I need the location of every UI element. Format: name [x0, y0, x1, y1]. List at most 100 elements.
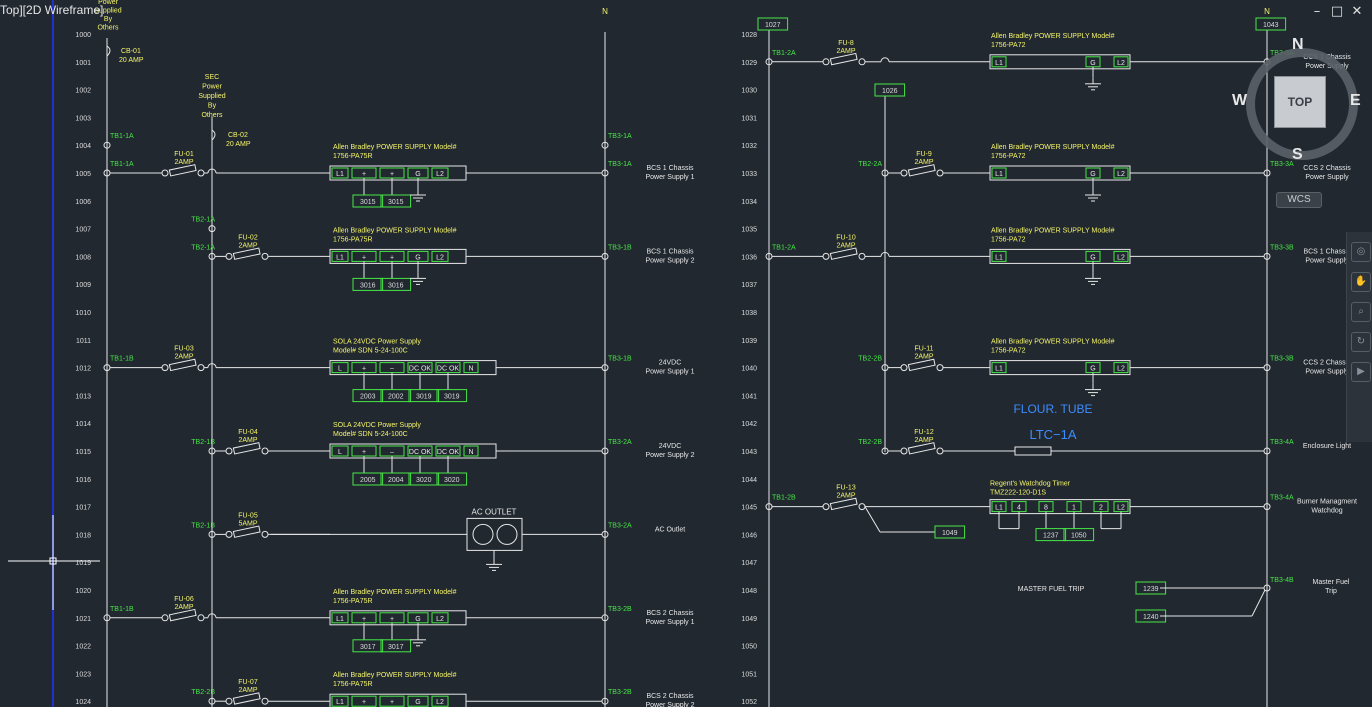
fuse-fu-01-body[interactable] [168, 164, 197, 177]
device-terminal[interactable] [1113, 56, 1129, 68]
neutral-terminal[interactable] [1263, 364, 1271, 372]
fuse-fu-07-left-terminal[interactable] [225, 697, 233, 705]
page-link-box[interactable] [757, 17, 789, 31]
neutral-terminal[interactable] [1263, 584, 1271, 592]
wcs-menu-button[interactable]: WCS [1276, 192, 1322, 208]
fuse-fu-8-right-terminal[interactable] [858, 58, 866, 66]
fuse-fu-05-left-terminal[interactable] [225, 530, 233, 538]
wire-number-box[interactable] [352, 472, 384, 486]
fuse-fu-05-right-terminal[interactable] [261, 530, 269, 538]
steering-wheel-icon[interactable]: ◎ [1351, 242, 1371, 262]
wire-number-box[interactable] [408, 472, 440, 486]
neutral-terminal[interactable] [1263, 447, 1271, 455]
fuse-fu-04-right-terminal[interactable] [261, 447, 269, 455]
fuse-fu-13-left-terminal[interactable] [822, 503, 830, 511]
fuse-fu-03-left-terminal[interactable] [161, 364, 169, 372]
neutral-terminal[interactable] [601, 364, 609, 372]
neutral-terminal[interactable] [601, 141, 609, 149]
fuse-fu-8-body[interactable] [829, 52, 858, 66]
compass-ring[interactable] [1246, 48, 1358, 160]
compass-south[interactable]: S [1292, 146, 1303, 163]
neutral-terminal[interactable] [1263, 169, 1271, 177]
showmotion-icon[interactable]: ▶ [1351, 362, 1371, 382]
device-terminal[interactable] [331, 612, 349, 624]
device-terminal[interactable] [331, 695, 349, 707]
outlet-receptacle-left[interactable] [472, 523, 494, 545]
fuse-fu-9-left-terminal[interactable] [900, 169, 908, 177]
device-terminal[interactable] [331, 445, 349, 457]
orbit-icon[interactable]: ↻ [1351, 332, 1371, 352]
neutral-terminal[interactable] [601, 252, 609, 260]
fuse-fu-12-right-terminal[interactable] [936, 447, 944, 455]
device-box[interactable] [989, 165, 1131, 181]
device-box[interactable] [989, 54, 1131, 70]
device-terminal[interactable] [991, 56, 1007, 68]
wire-number-box[interactable] [352, 277, 384, 291]
neutral-terminal[interactable] [601, 447, 609, 455]
wire-number-box[interactable] [934, 525, 966, 539]
wire-number-box[interactable] [436, 389, 468, 403]
page-link-box[interactable] [1255, 17, 1287, 31]
fuse-fu-07-right-terminal[interactable] [261, 697, 269, 705]
fuse-fu-12-body[interactable] [907, 442, 936, 455]
compass-west[interactable]: W [1232, 92, 1248, 109]
wire-number-box[interactable] [352, 639, 384, 653]
fuse-fu-03-body[interactable] [168, 358, 197, 372]
fuse-fu-01-left-terminal[interactable] [161, 169, 169, 177]
fuse-fu-07-body[interactable] [232, 692, 261, 705]
cb-01-symbol[interactable] [106, 45, 111, 57]
fuse-fu-11-left-terminal[interactable] [900, 364, 908, 372]
fuse-fu-03-right-terminal[interactable] [197, 364, 205, 372]
fuse-fu-05-body[interactable] [232, 525, 261, 538]
device-terminal[interactable] [331, 250, 349, 262]
device-terminal[interactable] [431, 612, 449, 624]
device-terminal[interactable] [463, 362, 479, 374]
fuse-fu-01-right-terminal[interactable] [197, 169, 205, 177]
device-terminal[interactable] [991, 167, 1007, 179]
fuse-fu-12-left-terminal[interactable] [900, 447, 908, 455]
rail-terminal[interactable] [208, 225, 216, 233]
maximize-icon[interactable]: □ [1330, 4, 1344, 19]
wire-number-box[interactable] [352, 389, 384, 403]
neutral-terminal[interactable] [601, 614, 609, 622]
fuse-fu-04-left-terminal[interactable] [225, 447, 233, 455]
device-terminal[interactable] [331, 362, 349, 374]
ac-outlet-box[interactable] [466, 517, 523, 551]
fuse-fu-8-left-terminal[interactable] [822, 58, 830, 66]
page-link-box[interactable] [874, 83, 906, 97]
zoom-icon[interactable]: ⌕ [1351, 302, 1371, 322]
fuse-fu-02-left-terminal[interactable] [225, 252, 233, 260]
device-terminal[interactable] [379, 695, 405, 707]
wire-number-box[interactable] [380, 194, 412, 208]
device-terminal[interactable] [331, 167, 349, 179]
device-terminal[interactable] [1113, 167, 1129, 179]
outlet-receptacle-right[interactable] [496, 523, 518, 545]
lamp-symbol[interactable] [1014, 446, 1052, 456]
device-terminal[interactable] [407, 695, 429, 707]
fuse-fu-06-body[interactable] [168, 608, 197, 622]
fuse-fu-9-right-terminal[interactable] [936, 169, 944, 177]
fuse-fu-9-body[interactable] [907, 164, 936, 177]
wire-number-box[interactable] [380, 472, 412, 486]
device-terminal[interactable] [991, 250, 1007, 262]
fuse-fu-13-body[interactable] [829, 497, 858, 511]
fuse-fu-11-body[interactable] [907, 358, 936, 372]
viewcube[interactable]: TOP N S E W [1232, 36, 1366, 168]
close-icon[interactable]: ✕ [1351, 4, 1363, 19]
wire-number-box[interactable] [352, 194, 384, 208]
wire-number-box[interactable] [436, 472, 468, 486]
neutral-terminal[interactable] [1263, 252, 1271, 260]
fuse-fu-06-right-terminal[interactable] [197, 614, 205, 622]
device-terminal[interactable] [431, 167, 449, 179]
wire-number-box[interactable] [380, 277, 412, 291]
fuse-fu-10-left-terminal[interactable] [822, 252, 830, 260]
device-terminal[interactable] [1113, 250, 1129, 262]
device-terminal[interactable] [991, 362, 1007, 374]
wire-number-box[interactable] [1063, 528, 1095, 542]
device-box[interactable] [989, 248, 1131, 264]
compass-east[interactable]: E [1350, 92, 1361, 109]
fuse-fu-06-left-terminal[interactable] [161, 614, 169, 622]
device-terminal[interactable] [351, 695, 377, 707]
neutral-terminal[interactable] [601, 697, 609, 705]
